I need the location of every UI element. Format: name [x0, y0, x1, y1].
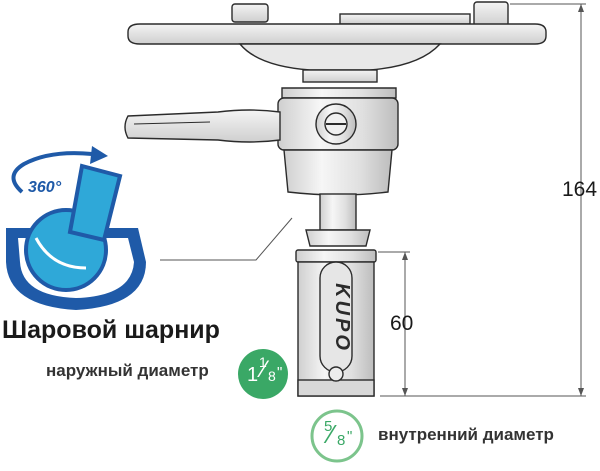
arrow-lower-top	[402, 252, 408, 260]
rotation-arrow-icon	[90, 146, 108, 164]
plate-top-slab	[127, 23, 547, 45]
outer-diameter-numerator: 1	[259, 354, 267, 370]
inner-diameter-badge	[310, 409, 364, 463]
outer-diameter-denominator: 8	[268, 368, 276, 384]
icon-stick	[67, 163, 123, 243]
rotation-label: 360°	[28, 179, 62, 196]
stem-collar	[305, 229, 371, 247]
icon-ball-highlight	[34, 237, 87, 270]
dimension-arrows	[402, 4, 584, 396]
arrow-total-top	[578, 4, 584, 12]
total-height-value: 164	[562, 178, 598, 201]
lower-height-value: 60	[390, 312, 414, 335]
locking-lever	[124, 109, 281, 143]
spigot-top-ring	[295, 249, 377, 263]
ball-stem	[305, 193, 371, 247]
lever-groove	[133, 121, 211, 125]
spigot-screw	[328, 366, 344, 382]
clamp-head	[124, 87, 399, 196]
spigot-bottom-ring	[297, 379, 375, 397]
lower-spigot	[295, 249, 377, 397]
outer-diameter-label: наружный диаметр	[46, 361, 209, 380]
head-cap	[281, 87, 397, 99]
inner-diameter-slash: ⁄	[329, 419, 334, 449]
inner-diameter-denominator: 8	[337, 432, 346, 449]
ball-joint-leader	[160, 217, 293, 261]
outer-diameter-whole: 1	[247, 364, 259, 386]
plate-underside	[238, 43, 442, 71]
outer-diameter-unit: "	[277, 364, 283, 381]
inner-diameter-unit: "	[347, 428, 353, 445]
top-plate	[127, 1, 547, 83]
plate-rail	[339, 13, 471, 25]
arrow-lower-bottom	[402, 388, 408, 396]
rotation-arc-icon	[11, 151, 93, 194]
head-lower-body	[283, 149, 393, 196]
arrow-total-bottom	[578, 388, 584, 396]
plate-bolt-left	[231, 3, 269, 23]
outer-diameter-badge	[238, 349, 288, 399]
ball-stem-neck	[319, 193, 357, 231]
ball-joint-title: Шаровой шарнир	[2, 316, 220, 344]
inner-diameter-numerator: 5	[324, 418, 333, 435]
plate-neck	[302, 69, 378, 83]
outer-diameter-slash: ⁄	[262, 356, 267, 383]
brand-text: KUPO	[331, 283, 353, 353]
dimension-lines	[160, 3, 586, 397]
ball-joint-icon	[6, 146, 146, 310]
plate-bolt-right	[473, 1, 509, 27]
inner-diameter-label: внутренний диаметр	[378, 425, 554, 444]
